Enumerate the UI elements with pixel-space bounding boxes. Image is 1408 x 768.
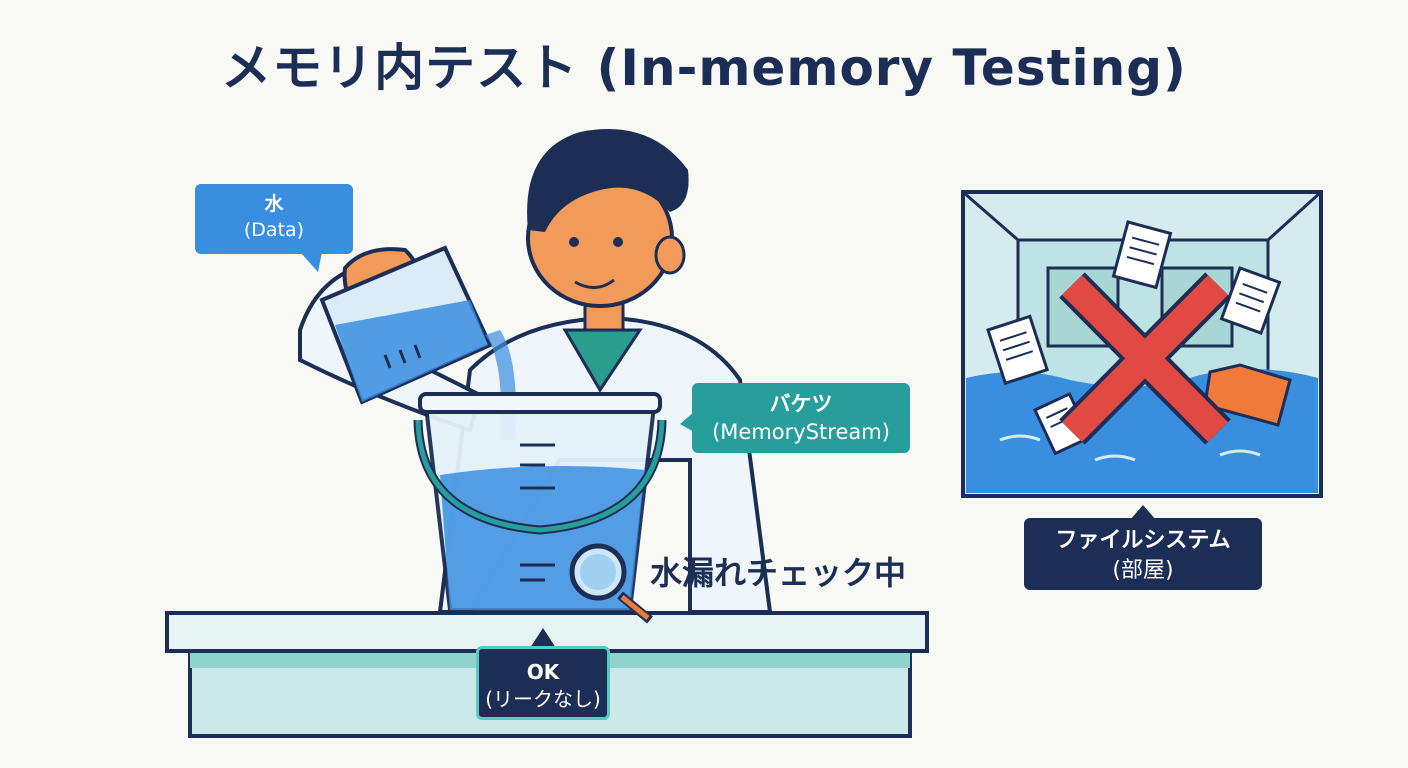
magnifier-icon [569,543,653,624]
water-label: 水 (Data) [195,184,353,254]
filesystem-label-title: ファイルシステム [1055,528,1231,553]
water-label-title: 水 [264,193,284,215]
filesystem-label-subtitle: (部屋) [1112,557,1174,583]
filesystem-label: ファイルシステム (部屋) [1024,518,1262,590]
bucket-label-title: バケツ [769,392,833,416]
bucket-label: バケツ (MemoryStream) [692,383,910,453]
filesystem-room [961,190,1323,498]
page-title: メモリ内テスト (In-memory Testing) [221,39,1187,97]
ok-label: OK (リークなし) [476,646,610,720]
ok-label-title: OK [526,660,560,684]
person-scientist-icon [298,129,773,614]
cross-icon [1059,272,1231,445]
leak-check-text: 水漏れチェック中 [650,554,907,592]
water-label-subtitle: (Data) [243,218,305,241]
ok-label-subtitle: (リークなし) [485,687,601,711]
bucket-label-subtitle: (MemoryStream) [712,420,890,445]
